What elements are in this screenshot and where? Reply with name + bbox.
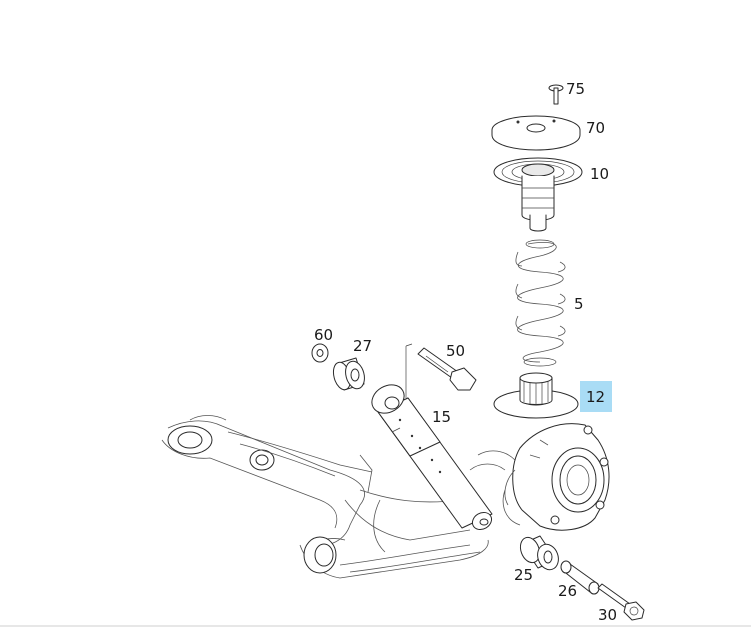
bushing-27 [332, 357, 365, 391]
callout-26[interactable]: 26 [556, 582, 580, 602]
callout-label-10: 10 [590, 165, 609, 183]
bushing-25 [519, 535, 559, 571]
shock-absorber [371, 343, 493, 531]
callout-label-5: 5 [574, 295, 584, 313]
lower-spring-seat-12 [493, 372, 579, 419]
callout-label-30: 30 [598, 606, 617, 624]
callout-12[interactable]: 12 [580, 381, 612, 412]
wheel-carrier [502, 423, 610, 531]
coil-spring-5 [515, 239, 566, 367]
callout-label-27: 27 [353, 337, 372, 355]
callout-label-60: 60 [314, 326, 333, 344]
callout-25[interactable]: 25 [512, 566, 536, 586]
callout-highlight [580, 381, 612, 412]
bolt-30 [597, 583, 645, 621]
callout-30[interactable]: 30 [596, 606, 620, 626]
screw-75 [548, 84, 564, 105]
sleeve-26 [560, 560, 600, 595]
callout-27[interactable]: 27 [351, 337, 375, 357]
callout-50[interactable]: 50 [444, 342, 468, 362]
washer-60 [311, 343, 329, 363]
callout-label-26: 26 [558, 582, 577, 600]
callout-5[interactable]: 5 [572, 295, 588, 315]
callout-60[interactable]: 60 [312, 326, 336, 346]
callout-label-70: 70 [586, 119, 605, 137]
spring-seat-plate-70 [491, 115, 581, 151]
callout-label-25: 25 [514, 566, 533, 584]
callout-70[interactable]: 70 [584, 119, 608, 139]
callout-10[interactable]: 10 [588, 165, 612, 185]
callout-label-50: 50 [446, 342, 465, 360]
callout-75[interactable]: 75 [564, 80, 588, 100]
callout-label-12: 12 [586, 388, 605, 406]
callout-15[interactable]: 15 [430, 408, 454, 428]
callout-label-75: 75 [566, 80, 585, 98]
axle-carrier-frame [161, 415, 521, 579]
bolt-50 [417, 347, 477, 391]
spring-support-10 [493, 157, 583, 232]
callout-label-15: 15 [432, 408, 451, 426]
